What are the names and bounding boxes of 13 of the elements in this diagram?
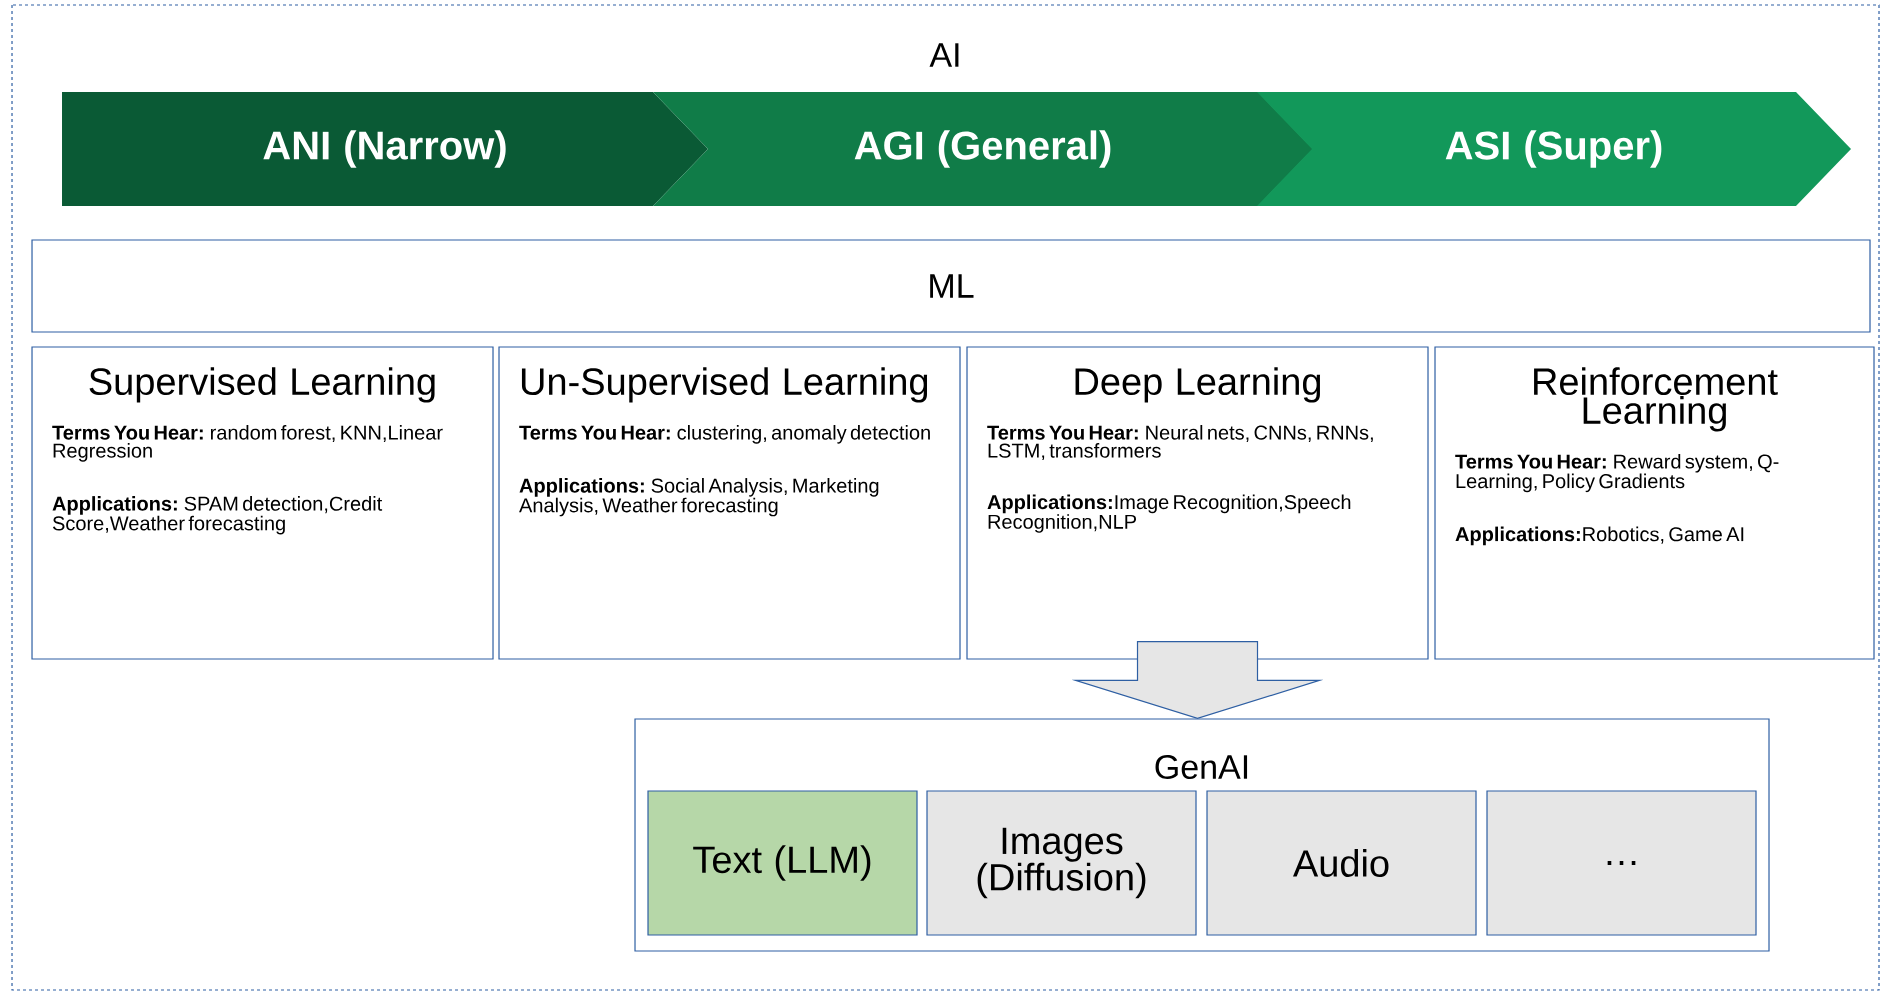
category-box: Images (Diffusion) <box>926 790 1197 936</box>
ml-band: ML <box>31 239 1871 333</box>
learning-box: Reinforcement Learning Terms You Hear: Reward system, Q-Learning, Policy Gradients Applications:Robotics, Game AI <box>1434 346 1875 660</box>
category-box: Text (LLM) <box>647 790 918 936</box>
category-box: Audio <box>1206 790 1477 936</box>
learning-box: Un-Supervised Learning Terms You Hear: clustering, anomaly detection Applications: Social Analysis, Marketing Analysis, Weather forecasting <box>498 346 961 660</box>
learning-box: Supervised Learning Terms You Hear: random forest, KNN,Linear Regression Applications: SPAM detection,Credit Score,Weather forecasting <box>31 346 494 660</box>
chevron-banner: ASI (Super) <box>1257 92 1851 206</box>
learning-box: Deep Learning Terms You Hear: Neural nets, CNNs, RNNs, LSTM, transformers Applications:Image Recognition,Speech Recognition,NLP <box>966 346 1429 660</box>
category-box: … <box>1486 790 1757 936</box>
chevron-banner: ANI (Narrow) <box>62 92 708 206</box>
block-arrow <box>1071 641 1324 720</box>
chevron-banner: AGI (General) <box>653 92 1313 206</box>
